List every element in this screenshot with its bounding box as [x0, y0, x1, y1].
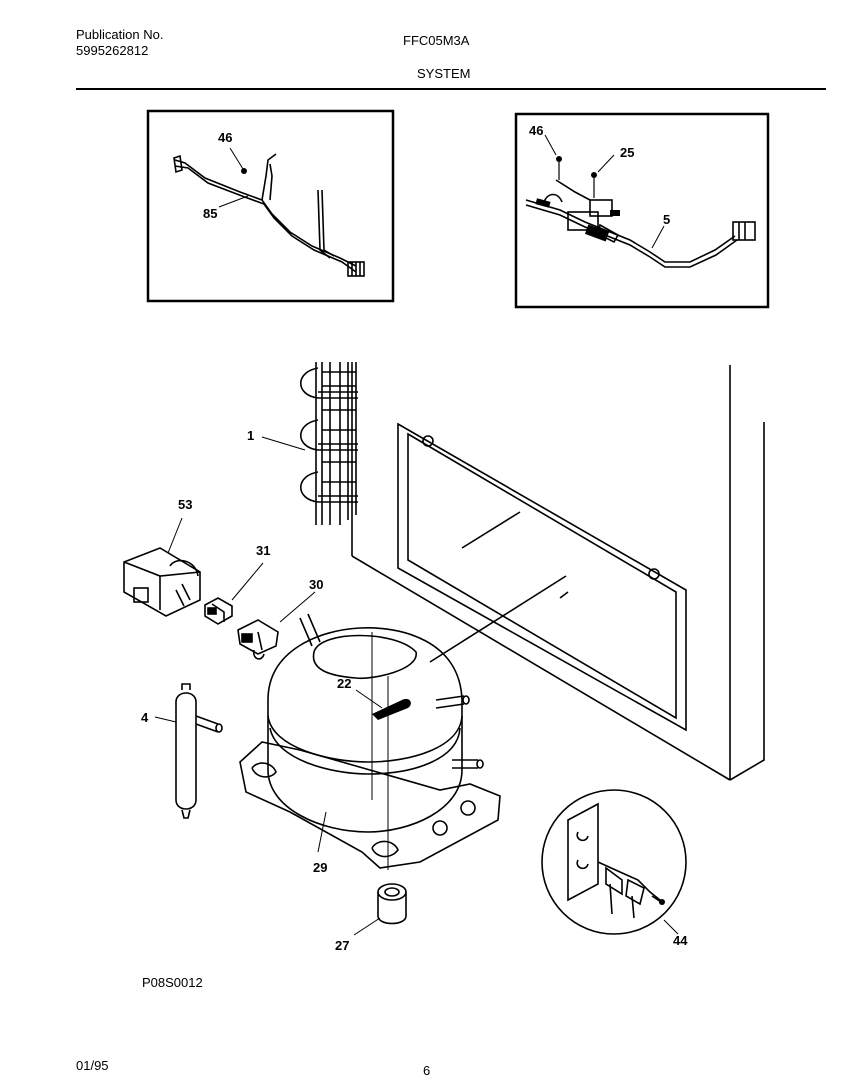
callout-22: 22: [337, 676, 352, 691]
publication-label: Publication No.: [76, 27, 164, 42]
ground-detail: [541, 789, 687, 935]
relay: [204, 562, 264, 625]
callout-46-right: 46: [529, 123, 544, 138]
section-title: SYSTEM: [417, 66, 471, 81]
compressor: [239, 613, 501, 870]
ground-screw-icon: [659, 899, 665, 905]
callout-1: 1: [247, 428, 255, 443]
footer-date: 01/95: [76, 1058, 109, 1073]
callout-27: 27: [335, 938, 350, 953]
filter-drier: [154, 683, 223, 819]
relay-cover: [123, 517, 201, 617]
callout-25: 25: [620, 145, 635, 160]
publication-number: 5995262812: [76, 43, 149, 58]
callout-29: 29: [313, 860, 328, 875]
callout-53: 53: [178, 497, 193, 512]
cabinet-outline: [351, 362, 765, 781]
model-number: FFC05M3A: [403, 33, 470, 48]
process-tube: [355, 689, 411, 720]
inset-harness-right: [514, 112, 770, 309]
condenser-coil: [261, 362, 358, 525]
callout-31: 31: [256, 543, 271, 558]
overload-protector: [237, 591, 316, 660]
callout-85: 85: [203, 206, 218, 221]
inset-harness-left: [146, 109, 395, 303]
callout-4: 4: [141, 710, 149, 725]
drawing-code: P08S0012: [142, 975, 203, 990]
callout-46-left: 46: [218, 130, 233, 145]
callout-30: 30: [309, 577, 324, 592]
callout-44: 44: [673, 933, 688, 948]
callout-5: 5: [663, 212, 671, 227]
grommet: [353, 883, 407, 936]
page-number: 6: [423, 1063, 431, 1078]
